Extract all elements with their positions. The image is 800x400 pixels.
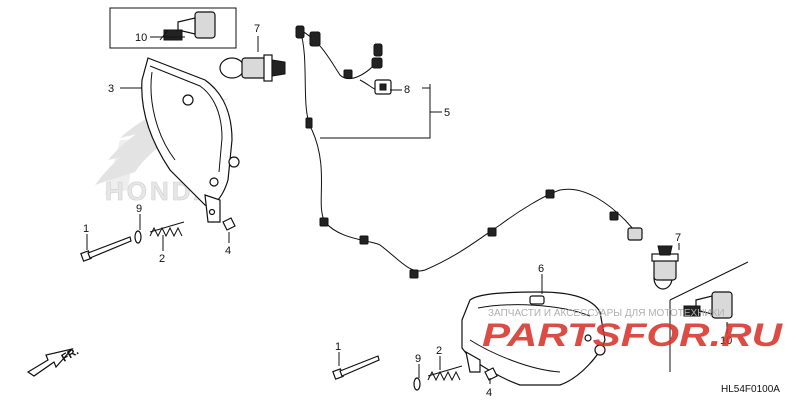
headlight-right [461, 291, 606, 386]
diagram-code: HL54F0100A [721, 384, 780, 395]
headlight-left [141, 57, 240, 223]
bulb-7-right [651, 245, 679, 290]
bulb-detail-box-top [109, 7, 237, 49]
spring-2-left [149, 221, 185, 238]
front-direction-label: FR. [60, 345, 81, 364]
callout-2-right: 2 [436, 345, 442, 357]
callout-2-left: 2 [159, 253, 165, 265]
callout-4-right: 4 [486, 387, 492, 399]
callout-10-bottom: 10 [720, 335, 732, 347]
nut-4-left [222, 217, 236, 231]
wire-harness-5 [295, 25, 643, 279]
callout-4-left: 4 [225, 245, 231, 257]
washer-9-left [134, 230, 142, 244]
bolt-1-right [332, 355, 380, 380]
connector-8 [374, 79, 392, 95]
watermark-brand: PARTSFOR.RU [482, 317, 783, 353]
bolt-1-left [80, 236, 132, 262]
callout-8: 8 [404, 84, 410, 96]
callout-10-top: 10 [135, 32, 147, 44]
callout-6: 6 [538, 263, 544, 275]
bulb-7-top [219, 54, 286, 82]
nut-4-right [484, 367, 498, 381]
callout-9-left: 9 [136, 203, 142, 215]
watermark: ЗАПЧАСТИ И АКСЕССУАРЫ ДЛЯ МОТОТЕХНИКИ PA… [482, 308, 783, 353]
watermark-tagline: ЗАПЧАСТИ И АКСЕССУАРЫ ДЛЯ МОТОТЕХНИКИ [488, 308, 725, 319]
callouts: 10 7 3 8 5 1 9 2 4 7 6 1 9 2 4 10 [83, 23, 732, 399]
callout-1-left: 1 [83, 223, 89, 235]
bulb-10-top [159, 11, 216, 41]
leader-lines [86, 36, 728, 384]
callout-9-right: 9 [415, 353, 421, 365]
callout-7-right: 7 [675, 232, 681, 244]
washer-9-right [413, 377, 421, 391]
bulb-detail-box-bottom [669, 261, 749, 372]
front-direction-arrow: FR. [26, 345, 81, 377]
spring-2-right [427, 365, 463, 382]
callout-3: 3 [108, 83, 114, 95]
callout-7-top: 7 [254, 23, 260, 35]
callout-1-right: 1 [335, 341, 341, 353]
callout-5: 5 [444, 107, 450, 119]
